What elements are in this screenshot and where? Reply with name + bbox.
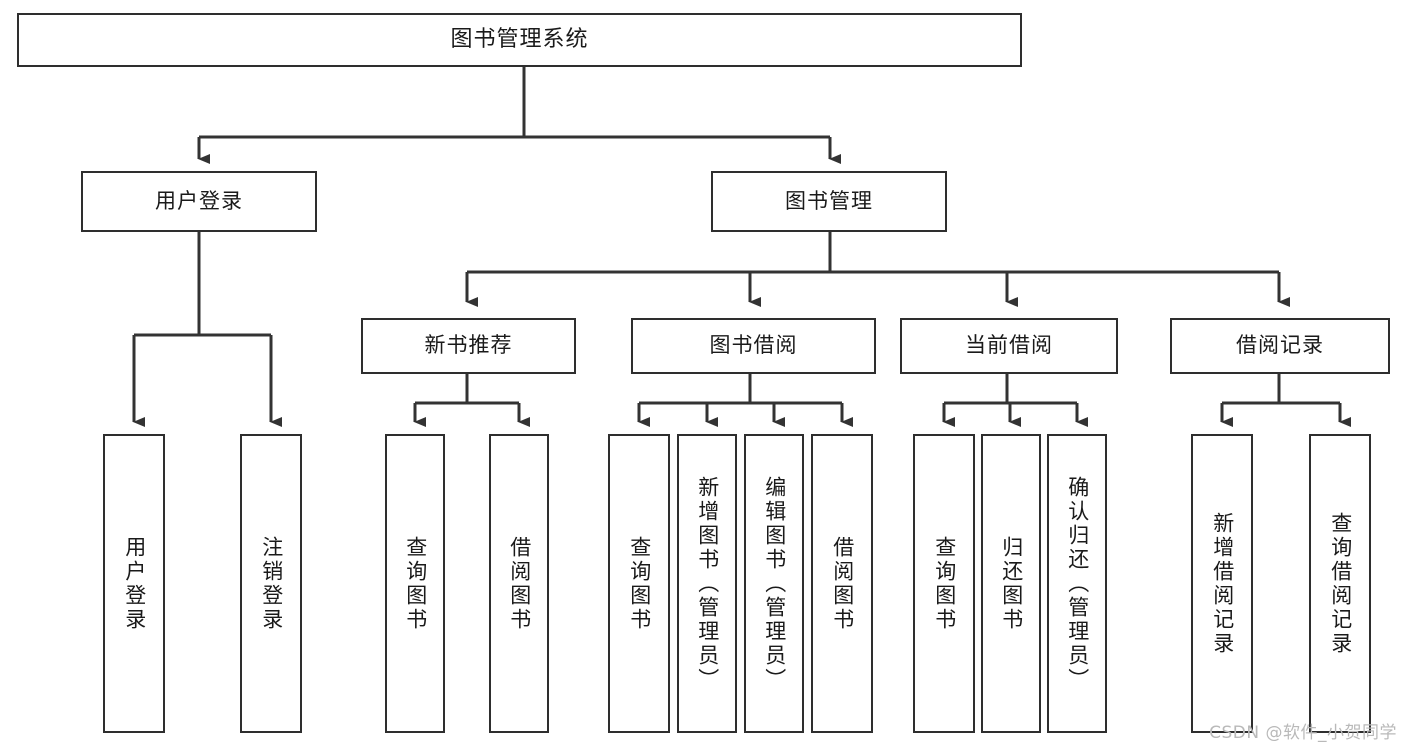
node-book-borrow-label: 图书借阅 [709,333,798,358]
node-new-book-recommend-label: 新书推荐 [424,333,513,358]
node-current-borrow-label: 当前借阅 [965,333,1053,358]
leaf-user-login-logout[interactable]: 注销登录 [240,434,302,733]
leaf-record-add-record[interactable]: 新增借阅记录 [1191,434,1253,733]
leaf-new-book-query-label: 查询图书 [403,535,428,632]
leaf-borrow-borrow-book[interactable]: 借阅图书 [811,434,873,733]
leaf-current-query-book[interactable]: 查询图书 [913,434,975,733]
node-book-management[interactable]: 图书管理 [711,171,947,232]
leaf-borrow-add-book-admin[interactable]: 新增图书（管理员） [677,434,737,733]
leaf-user-login-logout-label: 注销登录 [259,535,284,632]
node-root-system-label: 图书管理系统 [450,26,589,52]
node-root-system[interactable]: 图书管理系统 [17,13,1022,67]
leaf-current-confirm-return-admin[interactable]: 确认归还（管理员） [1047,434,1107,733]
leaf-record-query-record-label: 查询借阅记录 [1328,511,1353,656]
leaf-borrow-borrow-book-label: 借阅图书 [830,535,855,632]
node-borrow-record-label: 借阅记录 [1236,333,1324,358]
node-current-borrow[interactable]: 当前借阅 [900,318,1118,374]
leaf-borrow-edit-book-admin[interactable]: 编辑图书（管理员） [744,434,804,733]
node-book-management-label: 图书管理 [785,188,873,213]
node-borrow-record[interactable]: 借阅记录 [1170,318,1390,374]
leaf-borrow-edit-book-admin-label: 编辑图书（管理员） [762,475,787,692]
leaf-record-query-record[interactable]: 查询借阅记录 [1309,434,1371,733]
leaf-current-return-book-label: 归还图书 [999,535,1024,632]
leaf-record-add-record-label: 新增借阅记录 [1210,511,1235,656]
leaf-current-confirm-return-admin-label: 确认归还（管理员） [1065,475,1090,692]
node-book-borrow[interactable]: 图书借阅 [631,318,876,374]
leaf-current-return-book[interactable]: 归还图书 [981,434,1041,733]
node-new-book-recommend[interactable]: 新书推荐 [361,318,576,374]
leaf-borrow-add-book-admin-label: 新增图书（管理员） [695,475,720,692]
leaf-borrow-query-book[interactable]: 查询图书 [608,434,670,733]
leaf-new-book-query[interactable]: 查询图书 [385,434,445,733]
leaf-borrow-query-book-label: 查询图书 [627,535,652,632]
leaf-user-login-login-label: 用户登录 [122,535,147,632]
leaf-new-book-borrow-label: 借阅图书 [507,535,532,632]
node-user-login-label: 用户登录 [155,188,243,213]
node-user-login[interactable]: 用户登录 [81,171,317,232]
leaf-new-book-borrow[interactable]: 借阅图书 [489,434,549,733]
leaf-current-query-book-label: 查询图书 [932,535,957,632]
csdn-watermark: CSDN @软件_小贺同学 [1209,723,1397,743]
leaf-user-login-login[interactable]: 用户登录 [103,434,165,733]
